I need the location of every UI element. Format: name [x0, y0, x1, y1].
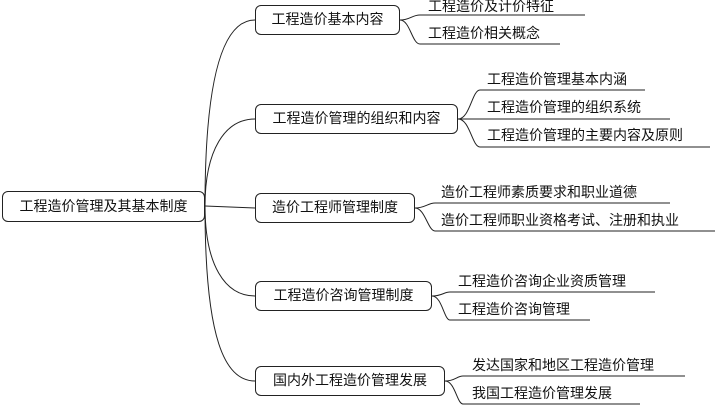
- leaf-0-1: 工程造价相关概念: [428, 26, 540, 42]
- leaf-3-0: 工程造价咨询企业资质管理: [458, 274, 626, 290]
- connector-root-b3: [204, 205, 256, 297]
- connector-b2-c1: [414, 207, 715, 232]
- connector-b1-c2: [457, 118, 710, 148]
- leaf-0-0: 工程造价及计价特征: [428, 0, 554, 15]
- branch-node-2: 造价工程师管理制度: [255, 193, 415, 223]
- branch-node-4: 国内外工程造价管理发展: [255, 366, 445, 396]
- branch-label-1: 工程造价管理的组织和内容: [272, 111, 441, 127]
- connector-b4-c1: [444, 380, 640, 405]
- connector-b1-c0: [457, 89, 645, 120]
- branch-label-4: 国内外工程造价管理发展: [273, 373, 427, 389]
- connector-root-b2: [204, 205, 256, 209]
- branch-node-1: 工程造价管理的组织和内容: [255, 104, 458, 134]
- connector-b3-c0: [431, 291, 655, 297]
- leaf-4-1: 我国工程造价管理发展: [472, 386, 612, 402]
- leaf-1-0: 工程造价管理基本内涵: [487, 72, 627, 88]
- leaf-2-0: 造价工程师素质要求和职业道德: [441, 185, 637, 201]
- root-label: 工程造价管理及其基本制度: [19, 198, 188, 215]
- leaf-1-1: 工程造价管理的组织系统: [487, 100, 641, 116]
- connector-root-b1: [204, 118, 256, 207]
- branch-node-0: 工程造价基本内容: [255, 5, 400, 35]
- branch-label-0: 工程造价基本内容: [271, 12, 384, 28]
- connector-b0-c0: [399, 14, 585, 21]
- connector-b3-c1: [431, 295, 590, 321]
- leaf-1-2: 工程造价管理的主要内容及原则: [487, 128, 683, 144]
- connector-root-b0: [204, 19, 256, 207]
- connector-root-b4: [204, 205, 256, 382]
- leaf-2-1: 造价工程师职业资格考试、注册和执业: [441, 213, 679, 229]
- branch-label-3: 工程造价咨询管理制度: [273, 288, 414, 304]
- leaf-4-0: 发达国家和地区工程造价管理: [472, 358, 654, 374]
- branch-label-2: 造价工程师管理制度: [272, 200, 398, 216]
- connector-b4-c0: [444, 375, 685, 382]
- branch-node-3: 工程造价咨询管理制度: [255, 281, 432, 311]
- root-node: 工程造价管理及其基本制度: [2, 191, 205, 222]
- connector-b0-c1: [399, 19, 560, 45]
- connector-b2-c0: [414, 202, 670, 209]
- leaf-3-1: 工程造价咨询管理: [458, 302, 570, 318]
